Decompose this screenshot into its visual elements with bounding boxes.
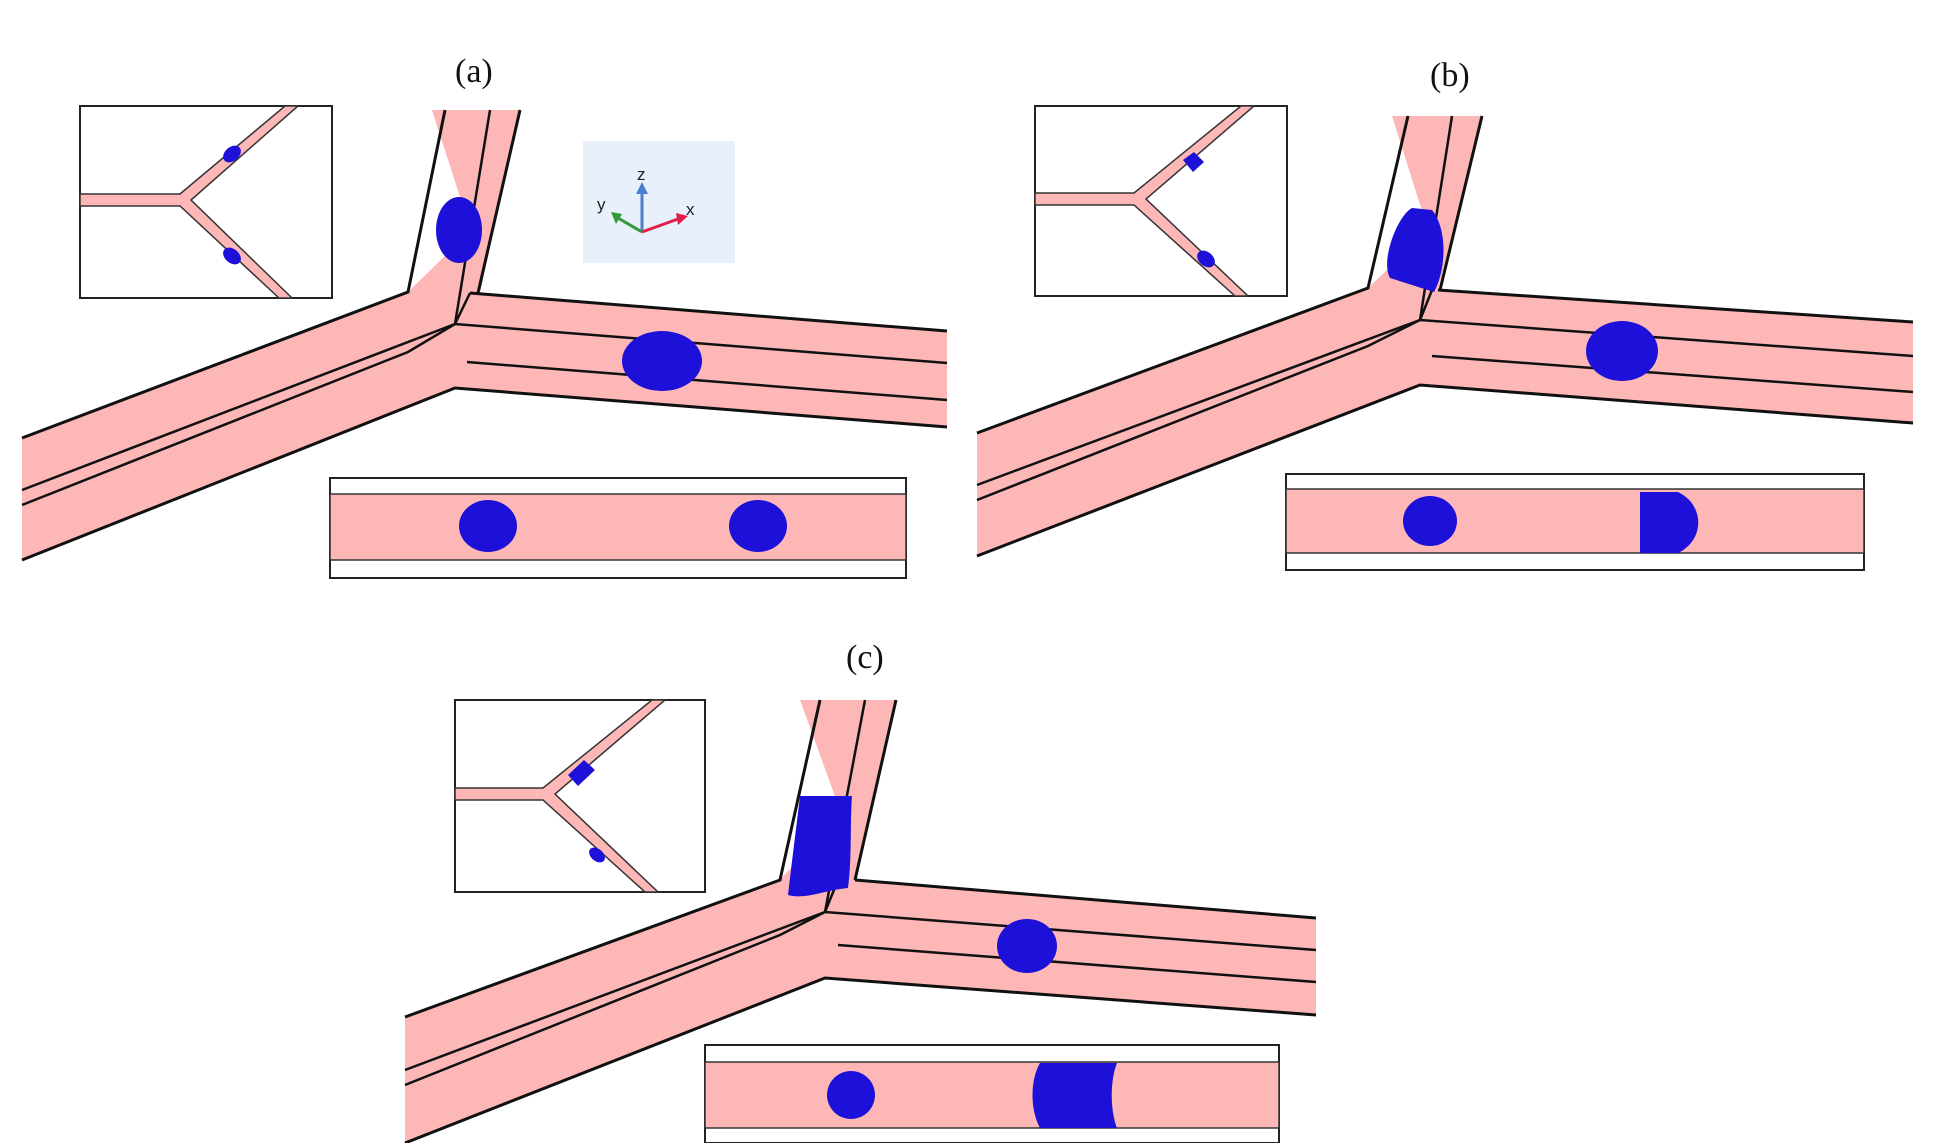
channel-outline (469, 291, 948, 333)
panel-label-c: (c) (846, 639, 884, 676)
axis-label-z: z (637, 165, 646, 184)
droplet-side-right (729, 500, 787, 552)
droplet-inset-lower (1197, 250, 1215, 268)
channel-outline (1438, 115, 1484, 291)
panel-label-b: (b) (1430, 57, 1470, 94)
channel-outline (404, 699, 822, 1019)
channel-outline (404, 910, 1317, 1087)
channel-junction-a (21, 109, 948, 562)
channel-outline (976, 115, 1410, 435)
side-view-inset-c (704, 1044, 1280, 1143)
droplet-side-right (1640, 492, 1699, 553)
panel-c: (c) (404, 639, 1317, 1143)
droplet-inset-lower (223, 247, 241, 265)
channel-body (405, 700, 1316, 1143)
droplet-inset-upper (1183, 152, 1204, 172)
droplet-lower-branch (622, 331, 702, 391)
channel-outline (21, 109, 447, 440)
channel-outline (976, 383, 1914, 558)
channel-outline (1431, 354, 1914, 394)
top-view-inset-b (1034, 105, 1288, 297)
droplet-upper-branch (436, 197, 482, 263)
axis-triad: z y x (583, 141, 735, 263)
droplet-upper-branch (1387, 208, 1444, 292)
droplet-side-left (1403, 496, 1457, 546)
channel-outline (466, 360, 948, 402)
channel-junction-c (404, 699, 1317, 1143)
axis-label-y: y (597, 195, 606, 214)
channel-outline (21, 322, 948, 507)
channel-body (977, 116, 1913, 556)
channel-junction-b (976, 115, 1914, 558)
channel-outline (1418, 289, 1434, 321)
channel-outline (853, 699, 898, 881)
droplet-inset-upper (568, 760, 595, 786)
channel-outline (476, 109, 522, 294)
droplet-side-left (827, 1071, 875, 1119)
channel-body (22, 110, 947, 560)
side-view-inset-a (329, 477, 907, 579)
droplet-lower-branch (1586, 321, 1658, 381)
channel-outline (837, 943, 1317, 984)
top-view-inset-c (454, 699, 706, 893)
panel-a: (a) (21, 53, 948, 579)
droplet-inset-upper (223, 145, 241, 163)
channel-outline (1437, 288, 1914, 324)
droplet-upper-branch (788, 796, 852, 897)
droplet-inset-lower (589, 847, 605, 863)
channel-outline (976, 318, 1914, 502)
panel-b: (b) (976, 57, 1914, 571)
channel-outline (21, 386, 948, 562)
droplet-lower-branch (997, 919, 1057, 973)
channel-outline (453, 292, 472, 325)
droplet-side-right (1032, 1063, 1117, 1128)
side-view-inset-b (1285, 473, 1865, 571)
panel-label-a: (a) (455, 53, 493, 90)
axis-label-x: x (686, 200, 695, 219)
channel-outline (854, 878, 1317, 920)
channel-outline (404, 976, 1317, 1143)
top-view-inset-a (79, 105, 333, 299)
droplet-side-left (459, 500, 517, 552)
